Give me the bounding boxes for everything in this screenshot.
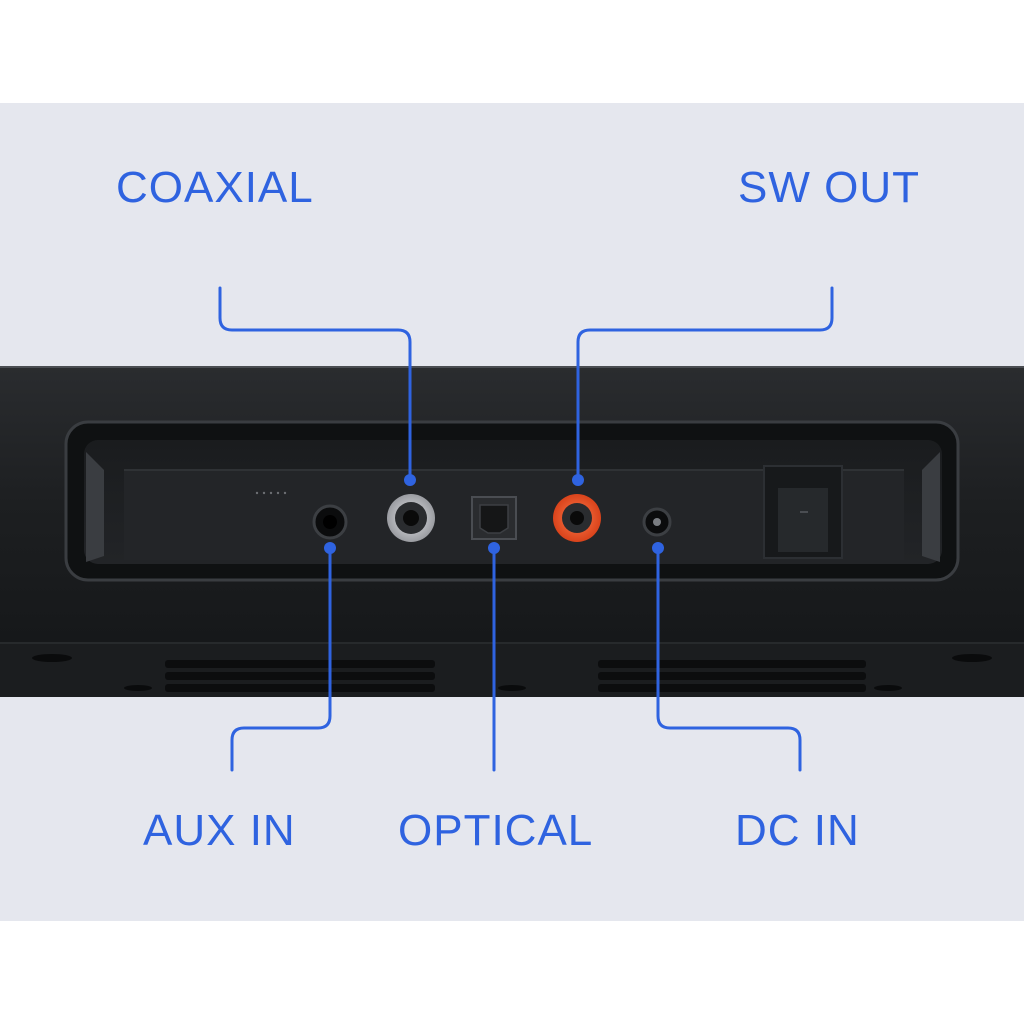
aux-in-port <box>312 504 348 540</box>
coaxial-port <box>387 494 435 542</box>
aux-in-label: AUX IN <box>143 806 296 855</box>
dc-in-leader-line <box>656 546 802 772</box>
sw-out-pointer-dot <box>572 474 584 486</box>
dc-in-pointer-dot <box>652 542 664 554</box>
dc-in-port <box>642 507 672 537</box>
aux-in-leader-line <box>230 546 332 772</box>
speaker-grille-right <box>598 660 866 692</box>
coaxial-label: COAXIAL <box>116 163 314 212</box>
speaker-grille-left <box>165 660 435 692</box>
optical-port <box>471 496 517 540</box>
coaxial-leader-line <box>218 286 412 482</box>
base-screws <box>32 654 992 691</box>
aux-in-pointer-dot <box>324 542 336 554</box>
sw-out-leader-line <box>576 286 834 482</box>
coaxial-pointer-dot <box>404 474 416 486</box>
sw-out-port <box>553 494 601 542</box>
optical-label: OPTICAL <box>398 806 594 855</box>
sw-out-label: SW OUT <box>738 163 920 212</box>
optical-pointer-dot <box>488 542 500 554</box>
dc-in-label: DC IN <box>735 806 860 855</box>
